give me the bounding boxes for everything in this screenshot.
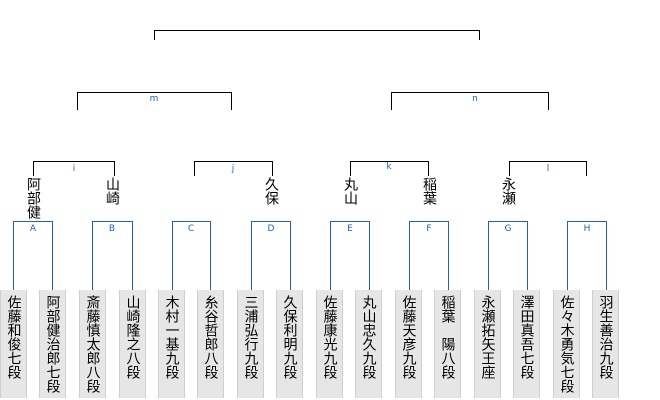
player-name: 久保利明九段	[281, 295, 298, 379]
player-name: 永瀬拓矢王座	[479, 295, 496, 379]
winner-match-f: 稲葉	[421, 177, 437, 205]
player-name: 阿部健治郎七段	[44, 295, 61, 393]
player-box: 久保利明九段	[276, 290, 303, 398]
match-label-l: l	[546, 164, 550, 174]
player-name: 稲葉 陽八段	[439, 295, 456, 379]
round2-brackets	[33, 161, 587, 176]
player-box: 永瀬拓矢王座	[474, 290, 501, 398]
player-name: 糸谷哲郎八段	[202, 295, 219, 379]
match-label-a: A	[29, 224, 37, 234]
match-label-j: j	[231, 164, 235, 174]
player-box: 羽生善治九段	[592, 290, 619, 398]
player-box: 斎藤慎太郎八段	[79, 290, 106, 398]
match-label-k: k	[386, 162, 392, 172]
match-label-h: H	[583, 224, 591, 234]
round1-brackets	[13, 221, 607, 290]
match-label-e: E	[347, 224, 353, 234]
player-box: 佐藤康光九段	[316, 290, 343, 398]
final-bracket	[154, 30, 480, 40]
player-box: 三浦弘行九段	[237, 290, 264, 398]
player-box: 澤田真吾七段	[513, 290, 540, 398]
match-label-n: n	[472, 94, 478, 104]
player-box: 糸谷哲郎八段	[197, 290, 224, 398]
player-box: 佐々木勇気七段	[553, 290, 580, 398]
winner-match-g: 永瀬	[500, 177, 516, 205]
player-name: 丸山忠久九段	[360, 295, 377, 379]
winner-match-a: 阿部健	[25, 177, 41, 219]
player-name: 佐藤和俊七段	[5, 295, 22, 379]
player-box: 阿部健治郎七段	[39, 290, 66, 398]
player-box: 丸山忠久九段	[355, 290, 382, 398]
player-box: 稲葉 陽八段	[434, 290, 461, 398]
match-label-m: m	[149, 94, 159, 104]
player-name: 三浦弘行九段	[242, 295, 259, 379]
match-label-i: i	[72, 164, 76, 174]
player-box: 佐藤天彦九段	[395, 290, 422, 398]
match-label-d: D	[267, 224, 275, 234]
match-label-g: G	[504, 224, 512, 234]
match-label-b: B	[108, 224, 116, 234]
winner-match-d: 久保	[263, 177, 279, 205]
winner-match-b: 山崎	[104, 177, 120, 205]
player-name: 佐藤康光九段	[321, 295, 338, 379]
round3-brackets	[77, 92, 549, 110]
match-label-c: C	[187, 224, 195, 234]
player-name: 佐々木勇気七段	[558, 295, 575, 393]
player-name: 羽生善治九段	[597, 295, 614, 379]
player-box: 佐藤和俊七段	[0, 290, 27, 398]
player-box: 山崎隆之八段	[119, 290, 146, 398]
player-name: 佐藤天彦九段	[400, 295, 417, 379]
winner-match-e: 丸山	[342, 177, 358, 205]
player-name: 澤田真吾七段	[518, 295, 535, 379]
player-name: 山崎隆之八段	[124, 295, 141, 379]
player-box: 木村一基九段	[158, 290, 185, 398]
player-name: 斎藤慎太郎八段	[84, 295, 101, 393]
match-label-f: F	[426, 224, 432, 234]
player-name: 木村一基九段	[163, 295, 180, 379]
